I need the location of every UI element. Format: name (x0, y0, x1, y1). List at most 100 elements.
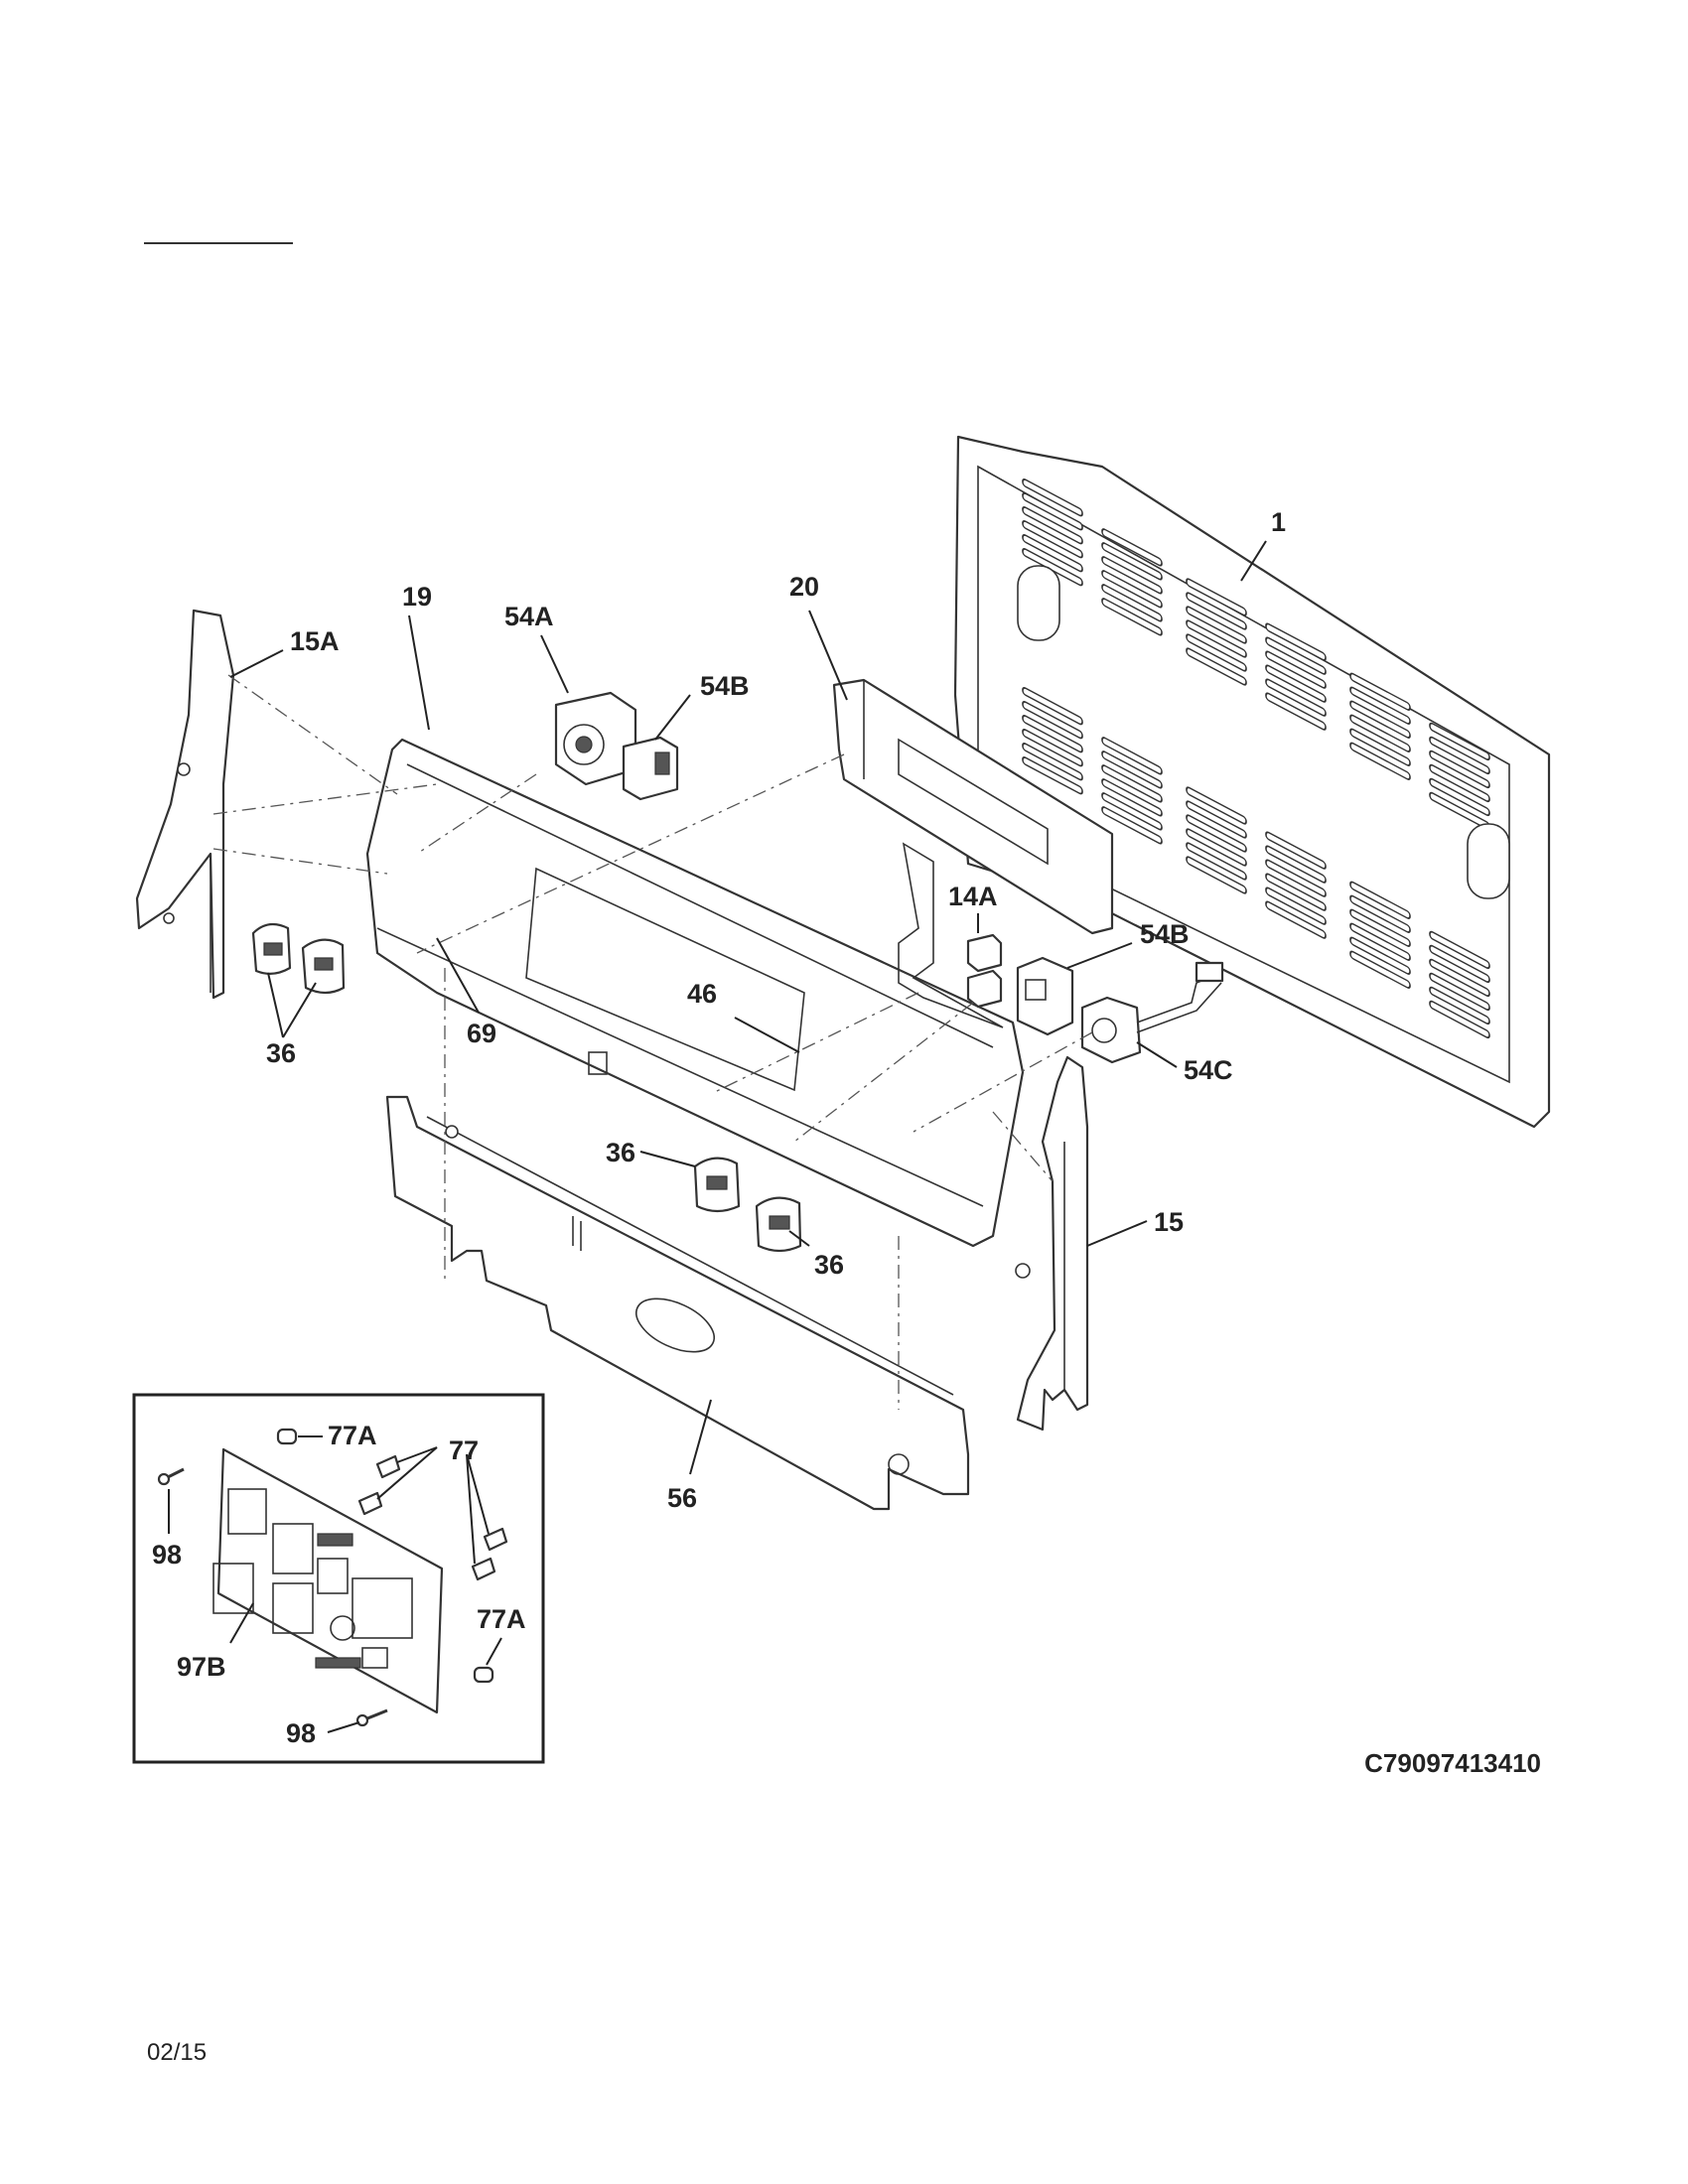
switch-54c-part[interactable] (1080, 961, 1224, 1064)
callout-36-middle: 36 (606, 1138, 635, 1167)
vent-slot (1429, 944, 1490, 984)
vent-slot (1349, 672, 1411, 711)
vent-slot (1265, 831, 1327, 870)
vent-slot (1265, 900, 1327, 939)
mounting-plate-part[interactable] (385, 1095, 970, 1511)
switch-54b-right-part[interactable] (1016, 956, 1074, 1036)
standoff-77a-top[interactable] (276, 1428, 298, 1445)
vent-slot (1429, 777, 1490, 817)
vent-slot (1265, 845, 1327, 884)
callout-15: 15 (1154, 1207, 1184, 1237)
vent-slot (1429, 722, 1490, 761)
vent-slot (1022, 756, 1083, 795)
vent-slot (1429, 736, 1490, 775)
switch-54b-top-part[interactable] (622, 736, 679, 801)
callout-77a-top: 77A (328, 1421, 377, 1450)
vent-slot (1186, 814, 1247, 853)
vent-slot (1349, 922, 1411, 961)
vent-slot (1429, 1000, 1490, 1039)
vent-slot (1349, 881, 1411, 919)
control-board-97b-part[interactable] (212, 1447, 444, 1714)
vent-slot (1265, 622, 1327, 661)
control-board-inset (132, 1393, 545, 1764)
vent-slot (1101, 542, 1163, 581)
callout-54a: 54A (504, 602, 554, 631)
revision-date: 02/15 (147, 2039, 207, 2066)
vent-slot (1429, 986, 1490, 1025)
vent-slot (1186, 633, 1247, 672)
callout-98-left: 98 (152, 1540, 182, 1570)
vent-slot (1022, 715, 1083, 753)
callout-98-bottom: 98 (286, 1718, 316, 1748)
vent-slot (1101, 737, 1163, 775)
vent-slot (1349, 686, 1411, 725)
vent-slot (1101, 792, 1163, 831)
vent-slot (1101, 556, 1163, 595)
display-board-part[interactable] (832, 678, 1114, 1028)
callout-54b-right: 54B (1140, 919, 1190, 949)
vent-slot (1265, 636, 1327, 675)
vent-slot (1265, 678, 1327, 717)
vent-slot (1186, 606, 1247, 644)
control-panel-part[interactable] (365, 738, 1025, 1248)
vent-slot (1101, 764, 1163, 803)
callout-54b-top: 54B (700, 671, 750, 701)
knob-right-part[interactable] (755, 1196, 802, 1253)
vent-slot (1101, 806, 1163, 845)
vent-slot (1186, 800, 1247, 839)
vent-slot (1101, 751, 1163, 789)
callout-56: 56 (667, 1483, 697, 1513)
vent-slot (1349, 936, 1411, 975)
callout-36-right: 36 (814, 1250, 844, 1280)
vent-slot (1429, 763, 1490, 803)
knob-middle-part[interactable] (693, 1157, 741, 1213)
right-side-bracket-part[interactable] (1015, 1055, 1089, 1432)
vent-slot (1265, 859, 1327, 897)
vent-slot (1101, 584, 1163, 622)
screw-98-bottom[interactable] (355, 1708, 388, 1727)
callout-1: 1 (1271, 507, 1286, 537)
vent-slot (1186, 856, 1247, 894)
vent-slot (1429, 750, 1490, 789)
callout-77a-right: 77A (477, 1604, 526, 1634)
rear-panel-part[interactable] (953, 435, 1551, 1129)
vent-slot (1101, 778, 1163, 817)
callout-69: 69 (467, 1019, 496, 1048)
vent-slot (1186, 786, 1247, 825)
knob-left-upper-part[interactable] (251, 922, 292, 975)
callout-54c: 54C (1184, 1055, 1233, 1085)
vent-slot (1349, 728, 1411, 766)
vent-slot (1429, 958, 1490, 998)
vent-slot (1186, 828, 1247, 867)
callout-labels: 1 19 20 54A 54B 15A 14A 54B 54C 46 69 36… (152, 507, 1286, 1748)
vent-slot (1022, 534, 1083, 573)
vent-slot (1349, 908, 1411, 947)
leader-lines (168, 540, 1267, 1733)
clips-77-part[interactable] (357, 1454, 508, 1581)
vent-slot (1265, 873, 1327, 911)
screw-98-left[interactable] (157, 1467, 185, 1486)
vent-slot (1186, 578, 1247, 616)
vent-slot (1186, 619, 1247, 658)
vent-slot (1429, 972, 1490, 1012)
vent-slot (1022, 687, 1083, 726)
vent-slot (1022, 506, 1083, 545)
vent-slot (1022, 729, 1083, 767)
standoff-77a-right[interactable] (473, 1666, 494, 1684)
callout-36-left: 36 (266, 1038, 296, 1068)
vent-slot (1022, 478, 1083, 517)
vent-slot (1349, 950, 1411, 989)
clips-14a-part[interactable] (966, 933, 1003, 1009)
vent-slot (1349, 714, 1411, 752)
vent-slot (1022, 743, 1083, 781)
vent-slot (1186, 592, 1247, 630)
left-side-bracket-part[interactable] (135, 609, 235, 1000)
knob-left-lower-part[interactable] (301, 938, 346, 995)
vent-slot (1429, 930, 1490, 970)
vent-slot (1022, 520, 1083, 559)
vent-slot (1022, 492, 1083, 531)
callout-14a: 14A (948, 882, 998, 911)
vent-slot (1265, 650, 1327, 689)
